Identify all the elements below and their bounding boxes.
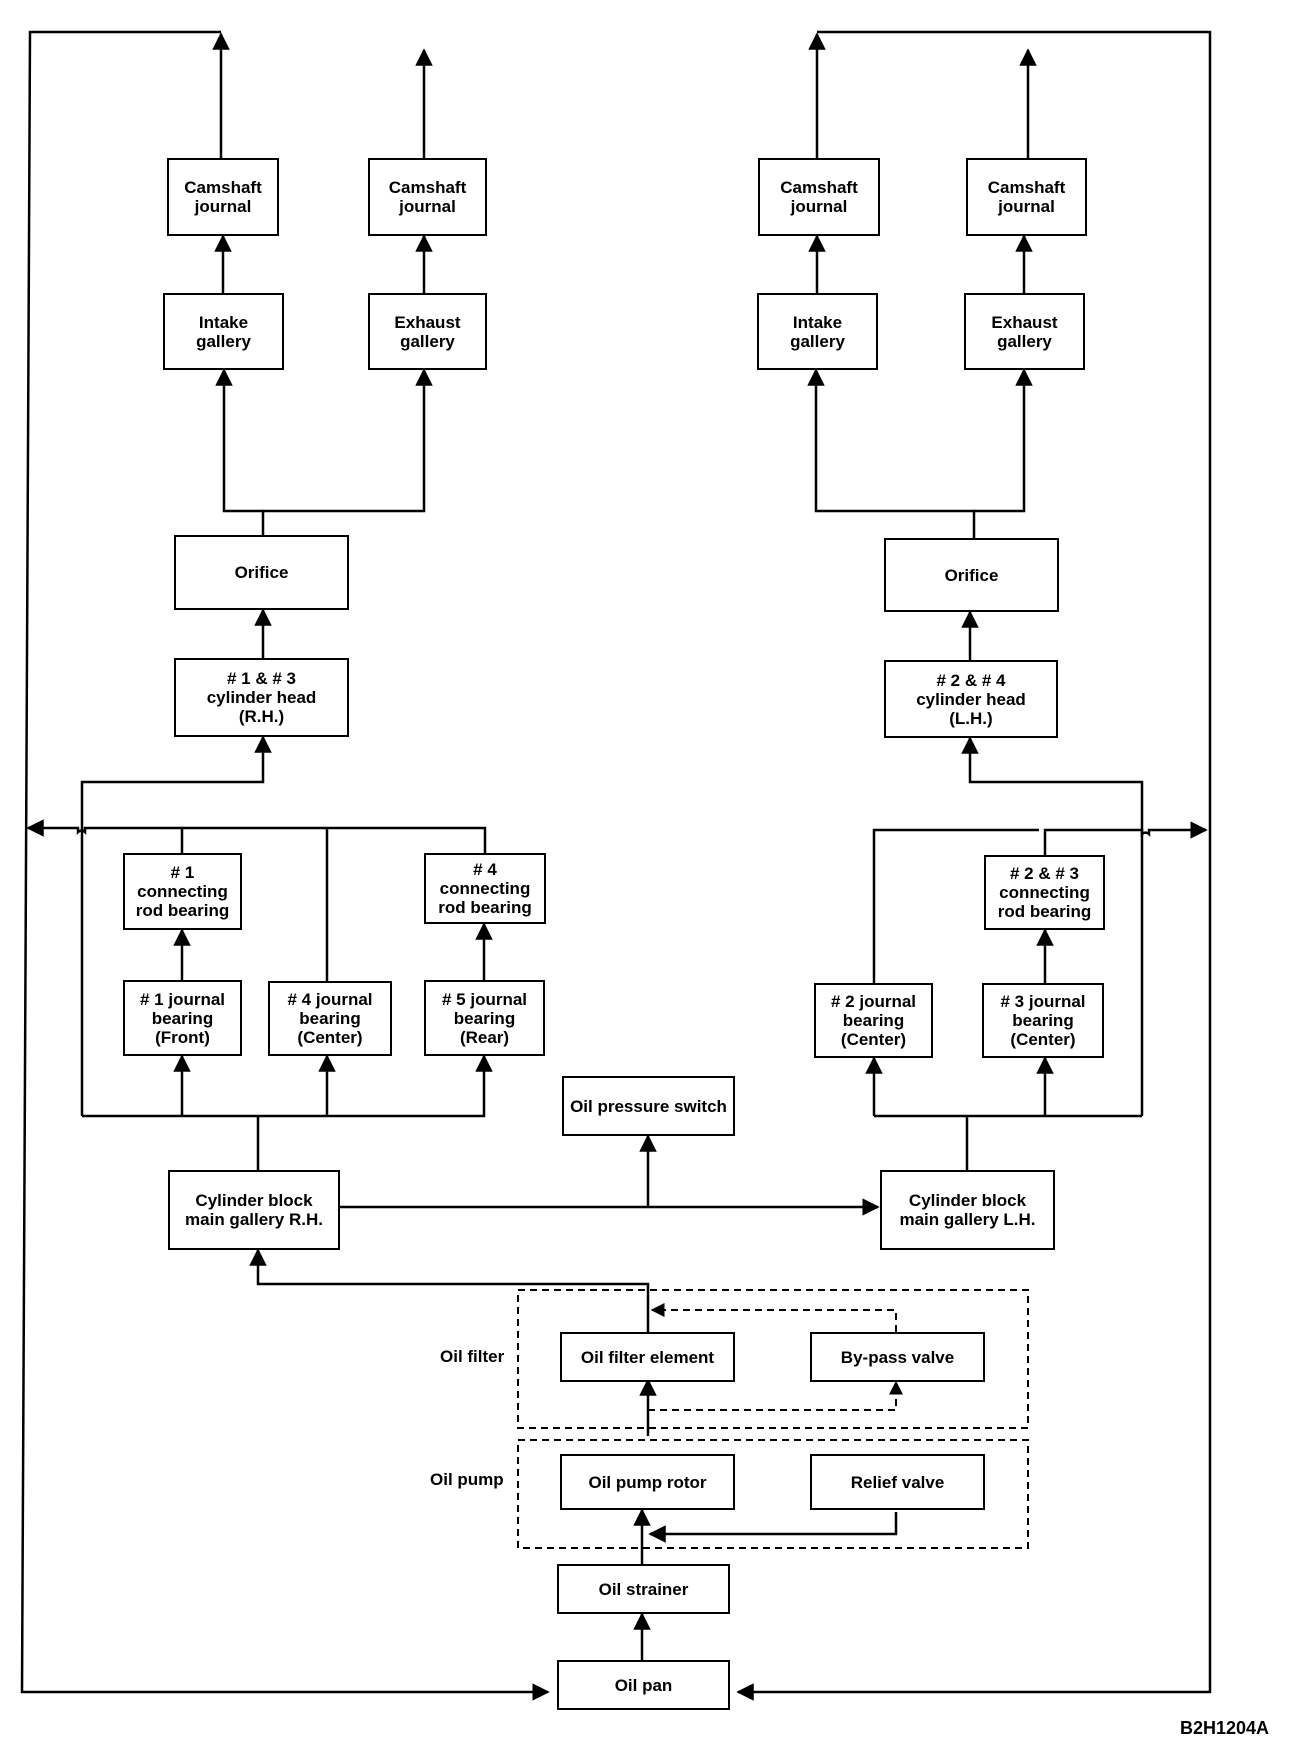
filter-outlet-line — [249, 1248, 650, 1332]
oil-pan: Oil pan — [557, 1660, 730, 1710]
bearing-return-lh — [961, 736, 1144, 1116]
orifice-split-lh — [974, 368, 1033, 513]
intake-gallery-lh: Intake gallery — [757, 293, 878, 370]
bypass-path — [648, 1380, 903, 1411]
relief-return-line — [648, 1512, 898, 1543]
bearing-return-rh — [80, 735, 272, 1116]
connecting-rod-bearing-4: # 4 connecting rod bearing — [424, 853, 546, 924]
bearing-collector-rh — [26, 819, 184, 853]
camshaft-journal-lh-intake: Camshaft journal — [758, 158, 880, 236]
cylinder-block-main-gallery-lh: Cylinder block main gallery L.H. — [880, 1170, 1055, 1250]
cylinder-block-main-gallery-rh: Cylinder block main gallery R.H. — [168, 1170, 340, 1250]
bearing-collector-lh — [872, 828, 1039, 983]
orifice-rh: Orifice — [174, 535, 349, 610]
journal-bearing-4: # 4 journal bearing (Center) — [268, 981, 392, 1056]
bearing-collector-lh — [1043, 821, 1208, 855]
intake-gallery-rh: Intake gallery — [163, 293, 284, 370]
cylinder-head-lh: # 2 & # 4 cylinder head (L.H.) — [884, 660, 1058, 738]
connecting-rod-bearing-2-3: # 2 & # 3 connecting rod bearing — [984, 855, 1105, 930]
orifice-lh: Orifice — [884, 538, 1059, 612]
orifice-split-rh — [215, 368, 265, 535]
journal-bearing-1: # 1 journal bearing (Front) — [123, 980, 242, 1056]
return-line-lh — [736, 30, 1212, 1701]
oil-pump-label: Oil pump — [430, 1470, 504, 1489]
bypass-valve: By-pass valve — [810, 1332, 985, 1382]
rh-feed-line — [82, 1054, 493, 1118]
cylinder-head-rh: # 1 & # 3 cylinder head (R.H.) — [174, 658, 349, 737]
return-line-rh — [20, 30, 550, 1701]
camshaft-journal-rh-exhaust: Camshaft journal — [368, 158, 487, 236]
oil-pressure-switch: Oil pressure switch — [562, 1076, 735, 1136]
figure-code: B2H1204A — [1180, 1718, 1270, 1738]
oil-filter-element: Oil filter element — [560, 1332, 735, 1382]
exhaust-gallery-lh: Exhaust gallery — [964, 293, 1085, 370]
bearing-collector-rh — [182, 826, 487, 853]
journal-bearing-5: # 5 journal bearing (Rear) — [424, 980, 545, 1056]
connecting-rod-bearing-1: # 1 connecting rod bearing — [123, 853, 242, 930]
oil-filter-group — [517, 1289, 1029, 1429]
oil-filter-label: Oil filter — [440, 1347, 505, 1366]
exhaust-gallery-rh: Exhaust gallery — [368, 293, 487, 370]
orifice-split-rh — [263, 368, 433, 513]
oil-pump-group — [517, 1439, 1029, 1549]
relief-valve: Relief valve — [810, 1454, 985, 1510]
journal-bearing-2: # 2 journal bearing (Center) — [814, 983, 933, 1058]
camshaft-journal-rh-intake: Camshaft journal — [167, 158, 279, 236]
camshaft-journal-lh-exhaust: Camshaft journal — [966, 158, 1087, 236]
journal-bearing-3: # 3 journal bearing (Center) — [982, 983, 1104, 1058]
orifice-split-lh — [807, 368, 976, 538]
oil-strainer: Oil strainer — [557, 1564, 730, 1614]
bypass-path — [650, 1303, 897, 1332]
oil-pump-rotor: Oil pump rotor — [560, 1454, 735, 1510]
